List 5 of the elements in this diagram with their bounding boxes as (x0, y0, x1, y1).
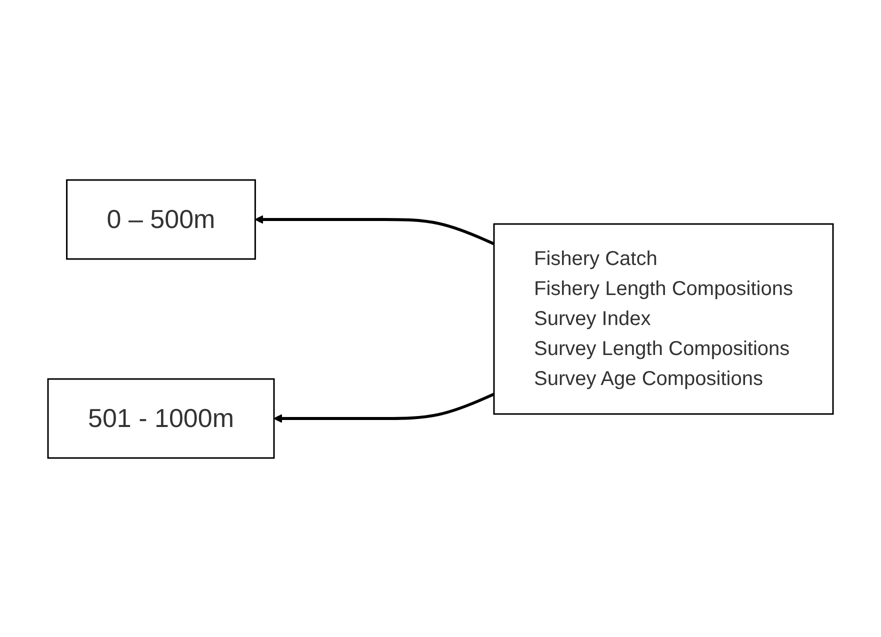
node-box: 0 – 500m (66, 178, 256, 260)
arrow (254, 214, 495, 245)
node-box: 501 - 1000m (47, 378, 275, 458)
node-box: Fishery Catch Fishery Length Compositions Survey Index Survey Length Compositions Survey Age Compositions (493, 222, 834, 414)
arrow (274, 392, 495, 422)
